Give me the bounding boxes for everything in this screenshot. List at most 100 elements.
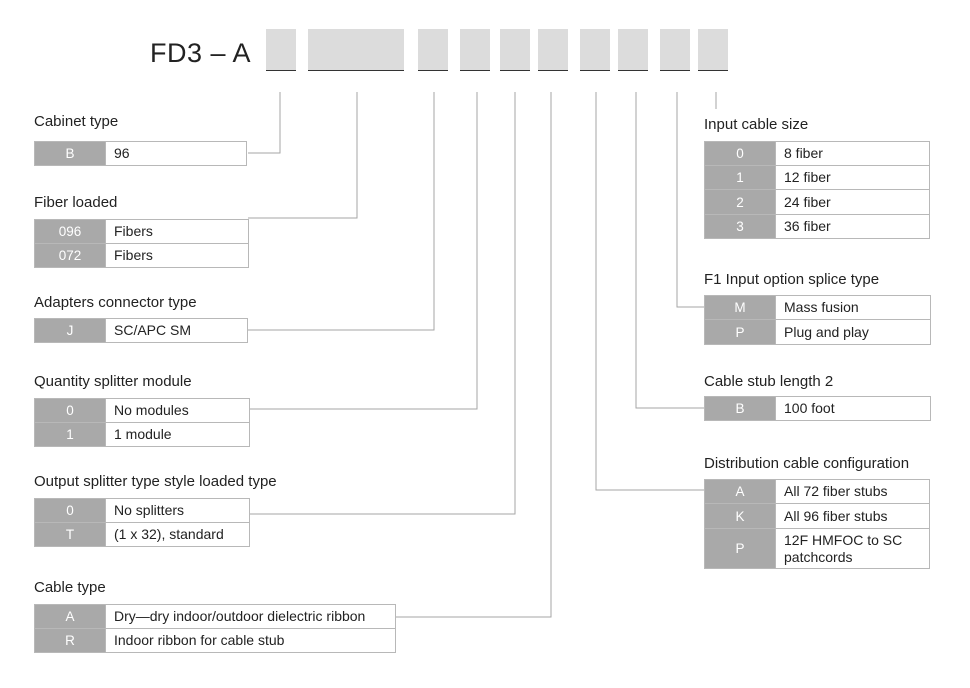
option-code: A	[35, 605, 106, 628]
connector-fiber-loaded	[248, 92, 358, 219]
option-row: J SC/APC SM	[34, 318, 248, 343]
f1-input-option-splice-type-table: M Mass fusion P Plug and play	[704, 295, 931, 345]
distribution-cable-configuration-title: Distribution cable configuration	[704, 455, 910, 472]
option-row: 3 36 fiber	[704, 215, 930, 239]
option-desc: (1 x 32), standard	[114, 526, 224, 542]
option-row: 2 24 fiber	[704, 190, 930, 215]
option-code: 0	[705, 142, 776, 165]
option-code: 1	[705, 166, 776, 189]
option-desc: 24 fiber	[784, 193, 831, 210]
option-code: 3	[705, 215, 776, 238]
quantity-splitter-module-table: 0 No modules 1 1 module	[34, 398, 250, 447]
option-desc: Indoor ribbon for cable stub	[114, 632, 285, 648]
option-code: 072	[35, 244, 106, 267]
connector-quantity-splitter-module	[250, 92, 478, 410]
code-slot-f1-input-option-splice-type	[660, 29, 690, 71]
option-desc: No modules	[114, 402, 189, 418]
option-desc: All 96 fiber stubs	[784, 507, 888, 524]
output-splitter-type-title: Output splitter type style loaded type	[34, 473, 277, 490]
option-desc: 12 fiber	[784, 169, 831, 185]
part-number-prefix: FD3 – A	[150, 38, 252, 68]
code-slot-cable-stub-length	[618, 29, 648, 71]
fiber-loaded-table: 096 Fibers 072 Fibers	[34, 219, 249, 268]
option-row: 0 No splitters	[34, 498, 250, 523]
option-desc: SC/APC SM	[114, 322, 192, 338]
option-desc: 36 fiber	[784, 218, 831, 234]
connector-adapters-connector-type	[248, 92, 435, 331]
code-slot-fiber-loaded	[308, 29, 404, 71]
option-desc: 8 fiber	[784, 145, 823, 161]
option-desc: Fibers	[114, 247, 153, 263]
code-slot-distribution-cable-configuration	[580, 29, 610, 71]
option-code: K	[705, 504, 776, 528]
cable-stub-length-title: Cable stub length 2	[704, 373, 834, 390]
code-slot-cabinet-type	[266, 29, 296, 71]
input-cable-size-title: Input cable size	[704, 116, 809, 133]
distribution-cable-configuration-table: A All 72 fiber stubs K All 96 fiber stub…	[704, 479, 930, 569]
connector-cabinet-type	[248, 92, 281, 154]
option-code: B	[705, 397, 776, 420]
fiber-loaded-title: Fiber loaded	[34, 194, 118, 211]
quantity-splitter-module-title: Quantity splitter module	[34, 373, 192, 390]
option-row: 1 1 module	[34, 423, 250, 447]
option-code: 2	[705, 190, 776, 214]
code-slot-cable-type	[538, 29, 568, 71]
option-desc: Plug and play	[784, 323, 869, 340]
option-row: 072 Fibers	[34, 244, 249, 268]
option-row: 096 Fibers	[34, 219, 249, 244]
cable-type-title: Cable type	[34, 579, 106, 596]
option-row: R Indoor ribbon for cable stub	[34, 629, 396, 653]
code-slot-output-splitter-type	[500, 29, 530, 71]
option-row: B 96	[34, 141, 247, 166]
connector-output-splitter-type	[250, 92, 516, 515]
option-code: P	[705, 529, 776, 568]
option-desc: 12F HMFOC to SC patchcords	[784, 531, 903, 565]
option-desc: Mass fusion	[784, 299, 859, 315]
cabinet-type-title: Cabinet type	[34, 113, 119, 130]
option-row: P Plug and play	[704, 320, 931, 345]
output-splitter-type-table: 0 No splitters T (1 x 32), standard	[34, 498, 250, 547]
code-slot-quantity-splitter-module	[460, 29, 490, 71]
option-desc: No splitters	[114, 502, 185, 518]
option-code: 096	[35, 220, 106, 243]
option-row: T (1 x 32), standard	[34, 523, 250, 547]
connector-cable-stub-length	[635, 92, 704, 409]
code-slot-adapters-connector-type	[418, 29, 448, 71]
option-code: R	[35, 629, 106, 652]
code-slot-input-cable-size	[698, 29, 728, 71]
adapters-connector-type-table: J SC/APC SM	[34, 318, 248, 343]
input-cable-size-table: 0 8 fiber 1 12 fiber 2 24 fiber 3 36 fib…	[704, 141, 930, 239]
option-row: B 100 foot	[704, 396, 931, 421]
option-code: A	[705, 480, 776, 503]
connector-distribution-cable-configuration	[595, 92, 704, 491]
option-desc: 96	[114, 145, 130, 161]
option-row: 1 12 fiber	[704, 166, 930, 190]
option-row: 0 8 fiber	[704, 141, 930, 166]
option-row: M Mass fusion	[704, 295, 931, 320]
option-code: B	[35, 142, 106, 165]
cabinet-type-table: B 96	[34, 141, 247, 166]
option-row: K All 96 fiber stubs	[704, 504, 930, 529]
option-code: J	[35, 319, 106, 342]
option-row: P 12F HMFOC to SC patchcords	[704, 529, 930, 569]
connector-cable-type	[396, 92, 552, 618]
option-row: A Dry—dry indoor/outdoor dielectric ribb…	[34, 604, 396, 629]
option-code: T	[35, 523, 106, 546]
adapters-connector-type-title: Adapters connector type	[34, 294, 197, 311]
option-code: 0	[35, 399, 106, 422]
connector-f1-input-option-splice-type	[676, 92, 704, 308]
option-desc: Fibers	[114, 223, 153, 239]
option-desc: Dry—dry indoor/outdoor dielectric ribbon	[114, 608, 366, 624]
option-desc: All 72 fiber stubs	[784, 483, 888, 499]
option-desc: 1 module	[114, 426, 172, 442]
option-code: M	[705, 296, 776, 319]
option-row: 0 No modules	[34, 398, 250, 423]
option-code: P	[705, 320, 776, 344]
f1-input-option-splice-type-title: F1 Input option splice type	[704, 271, 880, 288]
option-code: 1	[35, 423, 106, 446]
option-row: A All 72 fiber stubs	[704, 479, 930, 504]
option-code: 0	[35, 499, 106, 522]
cable-stub-length-table: B 100 foot	[704, 396, 931, 421]
option-desc: 100 foot	[784, 400, 835, 416]
